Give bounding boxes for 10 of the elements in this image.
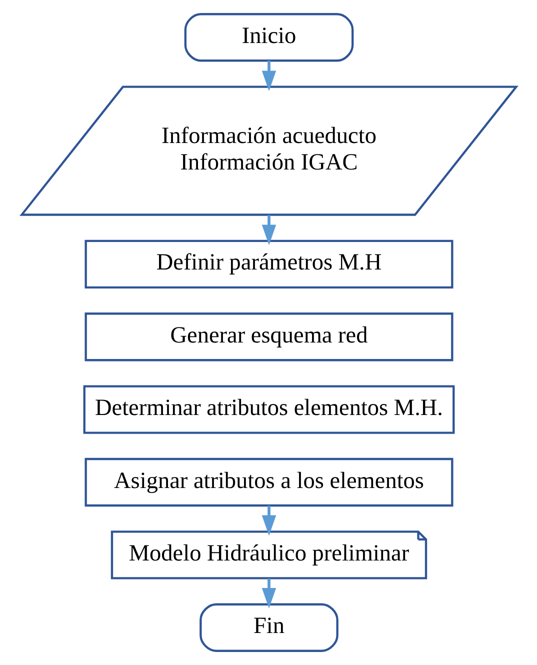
node-box: Generar esquema red <box>84 312 453 362</box>
node-box: Determinar atributos elementos M.H. <box>82 385 454 434</box>
node-box: Definir parámetros M.H <box>84 240 453 289</box>
arrow <box>261 60 276 92</box>
node-box: Fin <box>199 603 338 652</box>
arrow <box>261 506 276 536</box>
arrow <box>261 215 276 246</box>
arrow <box>261 578 276 608</box>
node-box: Inicio <box>184 13 354 62</box>
node-box: Asignar atributos a los elementos <box>84 458 453 507</box>
